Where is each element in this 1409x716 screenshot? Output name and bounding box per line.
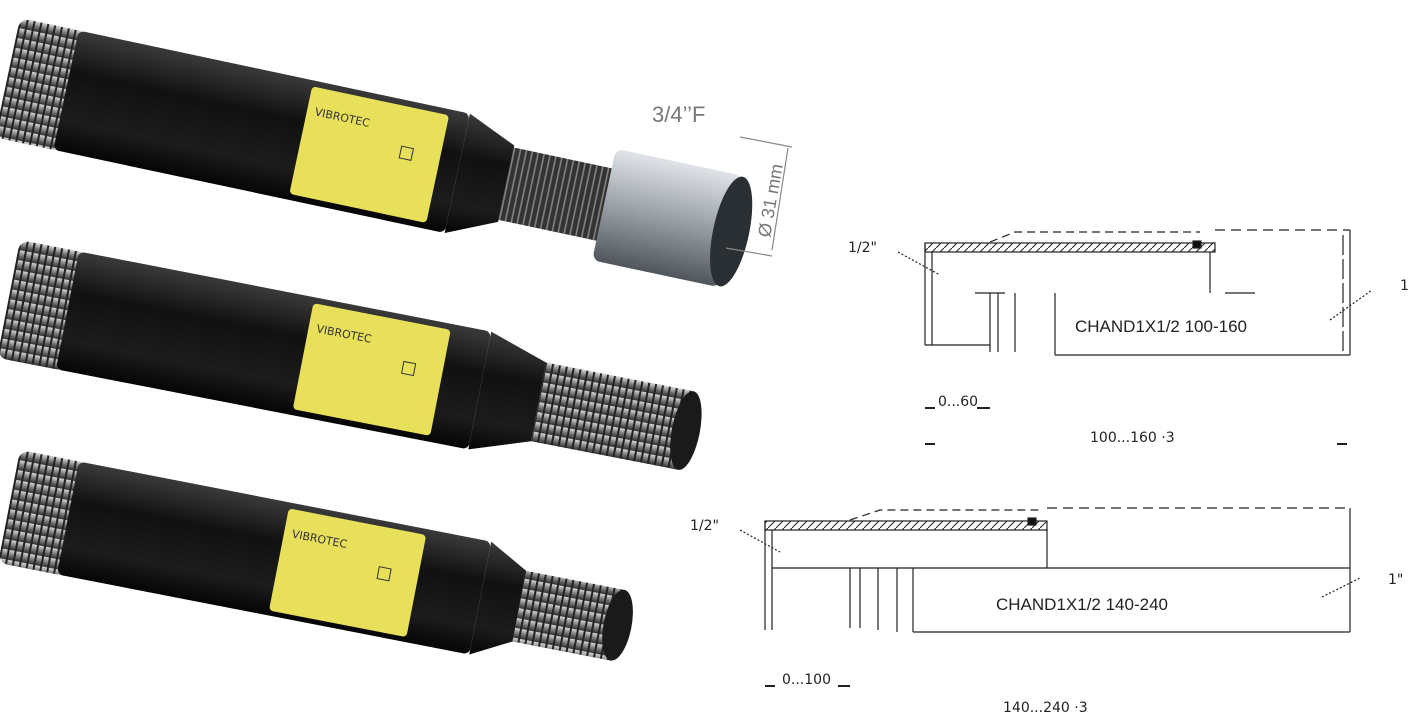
range-small-label: 0...100 — [782, 672, 831, 688]
thread-spec-label: 3/4’’F — [652, 102, 705, 127]
adapter-nut — [593, 150, 742, 286]
taper — [469, 541, 527, 655]
diameter-label: Ø 31 mm — [754, 162, 787, 238]
thread-opening — [670, 391, 702, 470]
model-label: CHAND1X1/2 140-240 — [996, 595, 1168, 614]
label-icon — [376, 566, 392, 582]
right-thread-label: 1" — [1388, 572, 1403, 588]
leader-right — [1329, 289, 1373, 321]
hatched-inner-tube — [924, 242, 1216, 253]
taper — [444, 113, 515, 233]
range-small-label: 0...60 — [938, 394, 978, 410]
left-thread-label: 1/2" — [690, 518, 719, 534]
pipe-extension-3: VIBROTEC — [0, 451, 633, 661]
warning-label — [290, 86, 449, 223]
right-thread-label: 1 — [1400, 278, 1409, 294]
nut-opening — [710, 176, 753, 287]
pipe-extension-1: VIBROTEC — [0, 19, 753, 287]
seal-marker — [1192, 240, 1202, 249]
model-label: CHAND1X1/2 100-160 — [1075, 317, 1247, 336]
range-total-label: 100...160 ·3 — [1090, 430, 1175, 446]
leader-left — [739, 529, 781, 553]
long-thread — [530, 362, 694, 470]
label-icon — [398, 145, 415, 161]
small-thread — [498, 147, 632, 245]
warning-label — [269, 509, 426, 637]
leader-left — [897, 251, 941, 276]
pipe-body — [57, 462, 491, 654]
technical-drawing-2 — [739, 507, 1361, 687]
seal-marker — [1027, 517, 1037, 526]
technical-drawing-1 — [897, 229, 1373, 445]
short-thread — [512, 570, 625, 661]
taper — [468, 331, 547, 450]
hatch-outline — [989, 231, 1200, 243]
label-icon — [400, 360, 417, 377]
thread-opening — [602, 589, 633, 661]
leader-right — [1321, 577, 1361, 598]
hatched-inner-tube — [764, 520, 1048, 531]
pipe-extension-2: VIBROTEC — [0, 241, 702, 470]
left-thread-label: 1/2" — [848, 240, 877, 256]
warning-label — [293, 303, 451, 436]
hatch-outline — [849, 509, 1040, 521]
range-total-label: 140...240 ·3 — [1003, 700, 1088, 716]
